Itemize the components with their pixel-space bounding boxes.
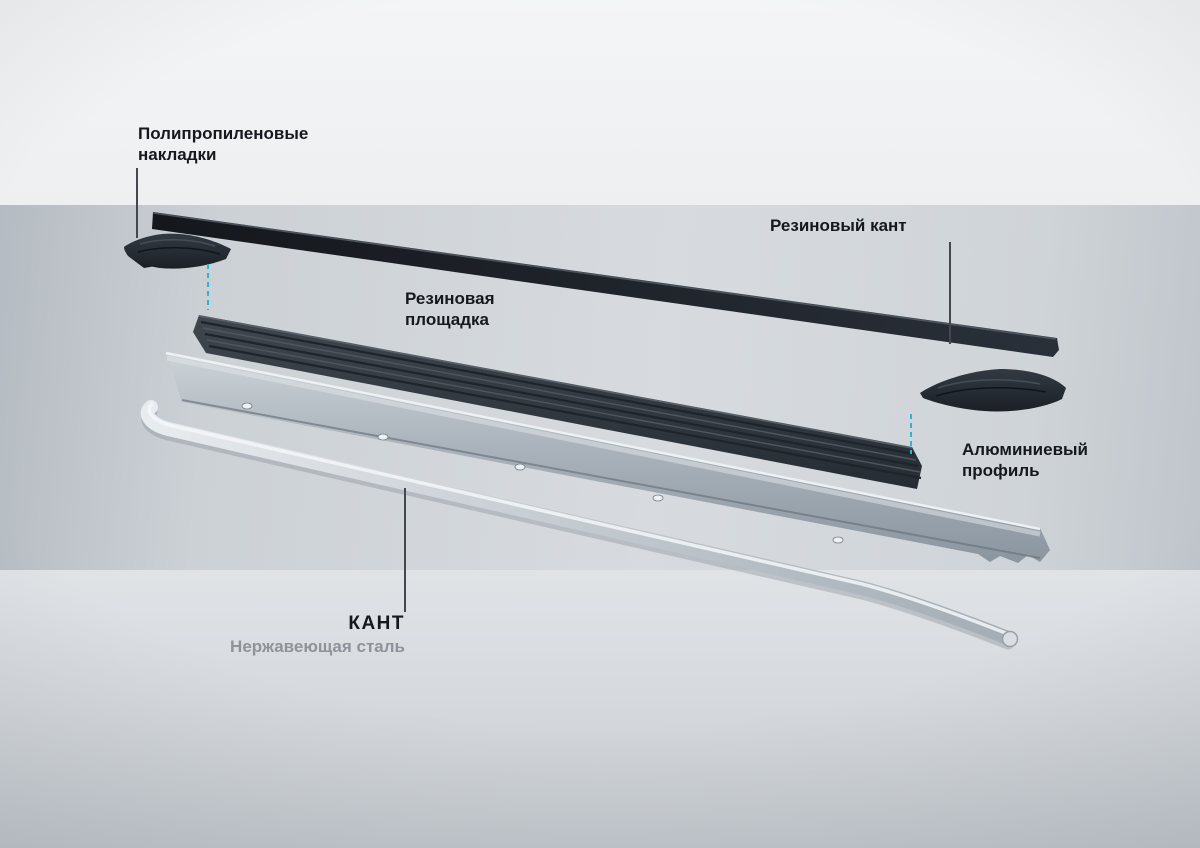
label-aluminum-profile-line1: Алюминиевый [962, 440, 1088, 459]
label-kant-subtitle: Нержавеющая сталь [230, 637, 405, 656]
polypropylene-pad-left [124, 233, 231, 269]
rubber-platform-part [193, 315, 922, 489]
label-aluminum-profile: Алюминиевый профиль [962, 439, 1088, 481]
label-polypropylene-pads-line2: накладки [138, 145, 217, 164]
rubber-edge-part [152, 212, 1059, 357]
label-kant: КАНТ Нержавеющая сталь [158, 612, 405, 658]
aluminum-profile-part [165, 351, 1050, 563]
label-polypropylene-pads-line1: Полипропиленовые [138, 124, 309, 143]
label-rubber-platform: Резиновая площадка [405, 288, 495, 330]
label-kant-title: КАНТ [348, 613, 405, 634]
label-rubber-platform-line2: площадка [405, 310, 489, 329]
label-rubber-edge: Резиновый кант [770, 215, 907, 236]
label-polypropylene-pads: Полипропиленовые накладки [138, 123, 308, 165]
polypropylene-pad-right [920, 369, 1066, 412]
background-bottom [0, 570, 1200, 848]
label-aluminum-profile-line2: профиль [962, 461, 1040, 480]
background-top [0, 0, 1200, 205]
stainless-steel-kant-part [140, 400, 1019, 650]
label-rubber-edge-text: Резиновый кант [770, 216, 907, 235]
label-rubber-platform-line1: Резиновая [405, 289, 495, 308]
